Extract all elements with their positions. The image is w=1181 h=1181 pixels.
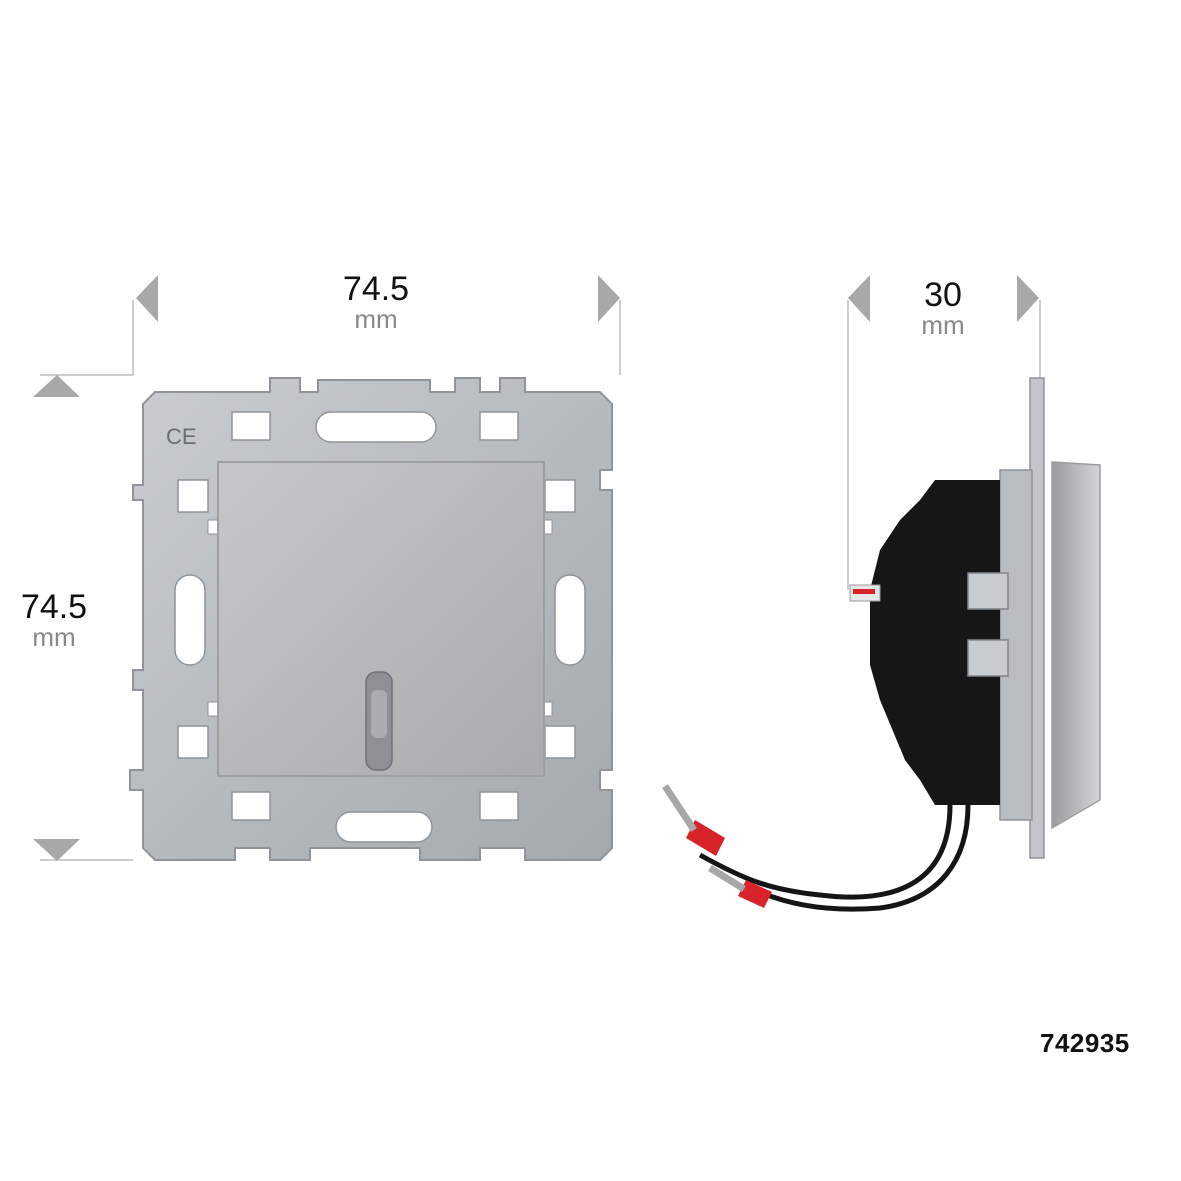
product-code: 742935 [1040, 1028, 1130, 1058]
front-width-label: 74.5 mm [326, 272, 426, 332]
right-arrow [598, 275, 620, 322]
wire-tip [686, 820, 725, 856]
down-arrow [33, 839, 80, 861]
switch-side-view [849, 377, 1101, 859]
front-height-label: 74.5 mm [4, 590, 104, 650]
front-height-dimension [33, 374, 133, 861]
wire-tip [738, 880, 772, 908]
up-arrow [33, 375, 80, 397]
side-depth-unit: mm [921, 310, 965, 340]
front-height-unit: mm [32, 622, 76, 652]
ce-mark: CE [166, 424, 197, 449]
side-left-arrow [848, 275, 870, 322]
side-depth-dimension [847, 275, 1041, 590]
wires [662, 784, 971, 912]
side-right-arrow [1017, 275, 1039, 322]
front-width-value: 74.5 [342, 270, 410, 308]
front-width-unit: mm [354, 304, 398, 334]
front-height-value: 74.5 [20, 588, 88, 626]
front-width-dimension [132, 275, 621, 375]
left-arrow [136, 275, 158, 322]
side-depth-label: 30 mm [893, 278, 993, 338]
rocker-switch [217, 461, 545, 777]
side-depth-value: 30 [924, 276, 962, 314]
